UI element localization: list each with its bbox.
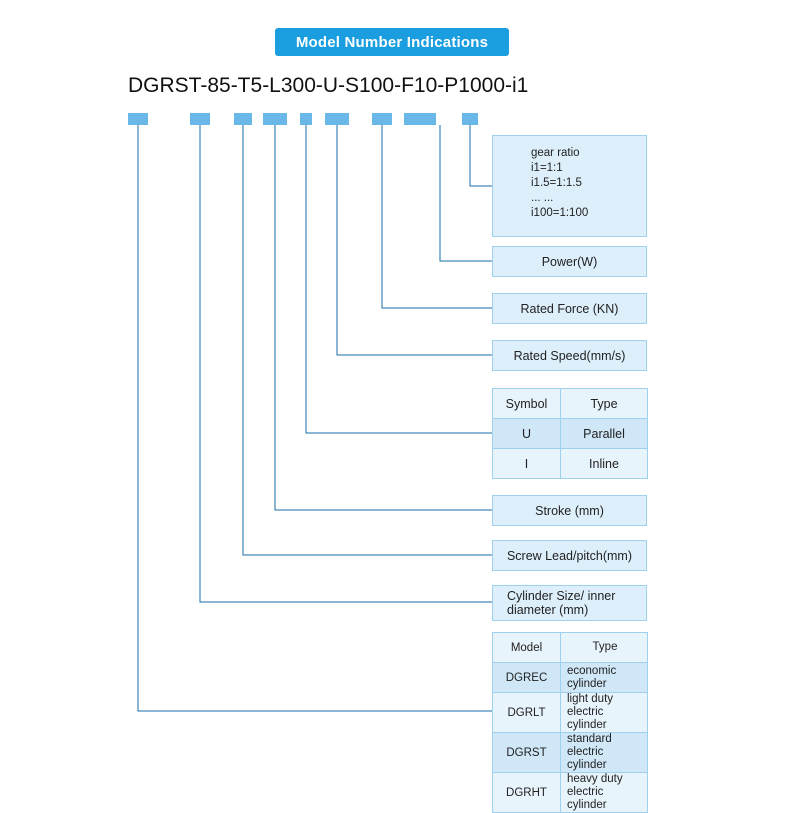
tick-block-type [300, 113, 312, 125]
model-type-dgrht: heavy duty electric cylinder [560, 772, 648, 813]
tick-block-stroke [263, 113, 287, 125]
gear-ratio-line-3: ... ... [531, 192, 554, 204]
table-row: U Parallel [492, 418, 648, 449]
model-type-header: Type [560, 632, 648, 663]
callout-rated-force: Rated Force (KN) [492, 293, 647, 324]
tick-block-power [404, 113, 436, 125]
symbol-cell-u: U [492, 418, 561, 449]
table-row: DGRST standard electric cylinder [492, 732, 648, 773]
model-cell-dgrlt: DGRLT [492, 692, 561, 733]
callout-gear-ratio: gear ratio i1=1:1 i1.5=1:1.5 ... ... i10… [492, 135, 647, 237]
callout-stroke-label: Stroke (mm) [535, 503, 604, 518]
callout-rated-speed: Rated Speed(mm/s) [492, 340, 647, 371]
model-type-dgrlt: light duty electric cylinder [560, 692, 648, 733]
table-row: Model Type [492, 632, 648, 663]
tick-block-model [128, 113, 148, 125]
callout-screw-lead: Screw Lead/pitch(mm) [492, 540, 647, 571]
callout-stroke: Stroke (mm) [492, 495, 647, 526]
symbol-cell-i: I [492, 448, 561, 479]
model-type-dgrst: standard electric cylinder [560, 732, 648, 773]
table-row: DGREC economic cylinder [492, 662, 648, 693]
page-title: Model Number Indications [295, 33, 489, 51]
model-type-dgrec: economic cylinder [560, 662, 648, 693]
gear-ratio-line-0: gear ratio [531, 147, 580, 159]
gear-ratio-line-1: i1=1:1 [531, 162, 563, 174]
table-row: DGRLT light duty electric cylinder [492, 692, 648, 733]
callout-rated-force-label: Rated Force (KN) [520, 301, 619, 316]
model-cell-dgrec: DGREC [492, 662, 561, 693]
tick-block-lead [234, 113, 252, 125]
model-header: Model [492, 632, 561, 663]
model-number-string: DGRST-85-T5-L300-U-S100-F10-P1000-i1 [128, 74, 529, 97]
callout-screw-lead-label: Screw Lead/pitch(mm) [506, 548, 633, 563]
gear-ratio-line-2: i1.5=1:1.5 [531, 177, 582, 189]
callout-power: Power(W) [492, 246, 647, 277]
model-cell-dgrst: DGRST [492, 732, 561, 773]
callout-rated-speed-label: Rated Speed(mm/s) [513, 348, 626, 363]
callout-cylinder-size: Cylinder Size/ inner diameter (mm) [492, 585, 647, 621]
tick-block-speed [325, 113, 349, 125]
callout-power-label: Power(W) [541, 254, 598, 269]
gear-ratio-line-4: i100=1:100 [531, 207, 589, 219]
type-cell-inline: Inline [560, 448, 648, 479]
symbol-type-table: Symbol Type U Parallel I Inline [492, 388, 648, 479]
tick-block-ratio [462, 113, 478, 125]
type-header: Type [560, 388, 648, 419]
model-cell-dgrht: DGRHT [492, 772, 561, 813]
tick-block-force [372, 113, 392, 125]
model-type-table: Model Type DGREC economic cylinder DGRLT… [492, 632, 648, 813]
callout-cylinder-size-label: Cylinder Size/ inner diameter (mm) [507, 589, 616, 617]
tick-block-size [190, 113, 210, 125]
table-row: DGRHT heavy duty electric cylinder [492, 772, 648, 813]
type-cell-parallel: Parallel [560, 418, 648, 449]
table-row: Symbol Type [492, 388, 648, 419]
symbol-header: Symbol [492, 388, 561, 419]
title-banner: Model Number Indications [275, 28, 509, 56]
table-row: I Inline [492, 448, 648, 479]
